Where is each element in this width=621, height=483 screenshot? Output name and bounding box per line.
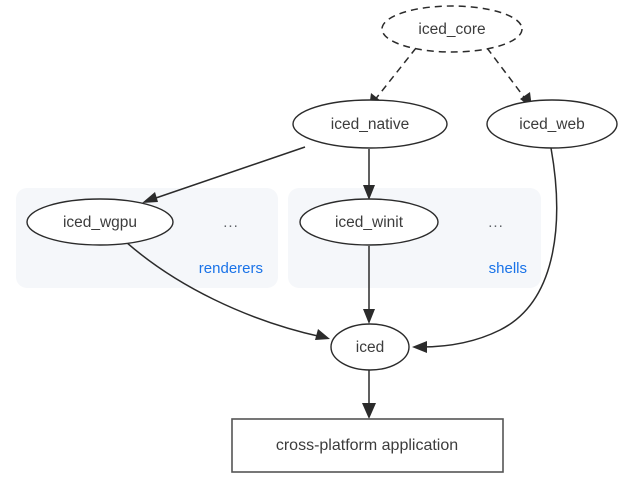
edge-iced-native-to-iced-winit bbox=[363, 149, 375, 200]
node-iced-winit-shape[interactable] bbox=[299, 198, 439, 246]
node-iced-shape[interactable] bbox=[330, 323, 410, 371]
node-iced-web-shape[interactable] bbox=[486, 99, 618, 149]
node-iced[interactable]: iced bbox=[330, 323, 410, 371]
cluster-shells-ellipsis: ... bbox=[488, 214, 504, 231]
cluster-shells-label: shells bbox=[489, 260, 527, 277]
edge-iced-core-to-iced-native bbox=[369, 47, 417, 108]
node-application-label: cross-platform application bbox=[276, 437, 458, 454]
edge-iced-core-to-iced-web bbox=[486, 47, 532, 108]
node-iced-label: iced bbox=[356, 339, 384, 356]
node-iced-wgpu[interactable]: iced_wgpu bbox=[26, 198, 174, 246]
node-iced-core-shape[interactable] bbox=[381, 5, 523, 53]
node-iced-web[interactable]: iced_web bbox=[486, 99, 618, 149]
node-iced-wgpu-label: iced_wgpu bbox=[63, 214, 137, 231]
cluster-renderers-ellipsis: ... bbox=[223, 214, 239, 231]
edge-iced-web-to-iced bbox=[412, 147, 558, 353]
node-iced-native-label: iced_native bbox=[331, 116, 409, 133]
node-iced-native[interactable]: iced_native bbox=[292, 99, 448, 149]
node-iced-winit[interactable]: iced_winit bbox=[299, 198, 439, 246]
edge-iced-to-application bbox=[362, 370, 376, 419]
node-iced-web-label: iced_web bbox=[519, 116, 585, 133]
node-iced-wgpu-shape[interactable] bbox=[26, 198, 174, 246]
node-application-shape[interactable] bbox=[231, 418, 504, 473]
node-iced-core[interactable]: iced_core bbox=[381, 5, 523, 53]
node-iced-core-label: iced_core bbox=[418, 21, 485, 38]
edge-iced-native-to-iced-wgpu bbox=[142, 146, 306, 203]
node-iced-winit-label: iced_winit bbox=[335, 214, 404, 231]
node-iced-native-shape[interactable] bbox=[292, 99, 448, 149]
edge-iced-winit-to-iced bbox=[363, 246, 375, 324]
cluster-renderers-label: renderers bbox=[199, 260, 263, 277]
node-application[interactable]: cross-platform application bbox=[231, 418, 504, 473]
edge-iced-wgpu-to-iced bbox=[125, 241, 330, 340]
